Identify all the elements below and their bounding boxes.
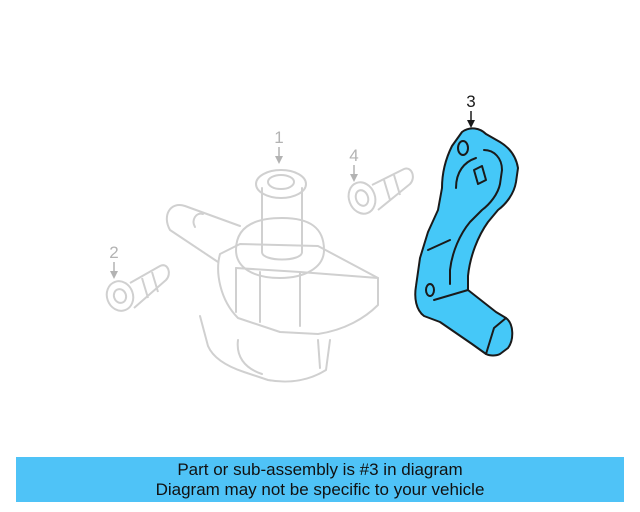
bolt-part-4 (347, 167, 414, 215)
bracket-part-3 (414, 127, 519, 357)
svg-text:2: 2 (109, 243, 118, 262)
caption-line-part-number: Part or sub-assembly is #3 in diagram (177, 459, 463, 479)
callout-2: 2 (109, 243, 119, 279)
diagram-caption-banner: Part or sub-assembly is #3 in diagram Di… (16, 457, 624, 502)
bolt-part-2 (105, 264, 170, 312)
svg-text:4: 4 (349, 146, 358, 165)
svg-text:3: 3 (466, 92, 475, 111)
callout-3: 3 (466, 92, 476, 128)
caption-line-disclaimer: Diagram may not be specific to your vehi… (155, 479, 485, 499)
svg-text:1: 1 (274, 128, 283, 147)
callout-4: 4 (349, 146, 359, 182)
water-pump-part-1 (165, 169, 379, 383)
callout-1: 1 (274, 128, 284, 164)
